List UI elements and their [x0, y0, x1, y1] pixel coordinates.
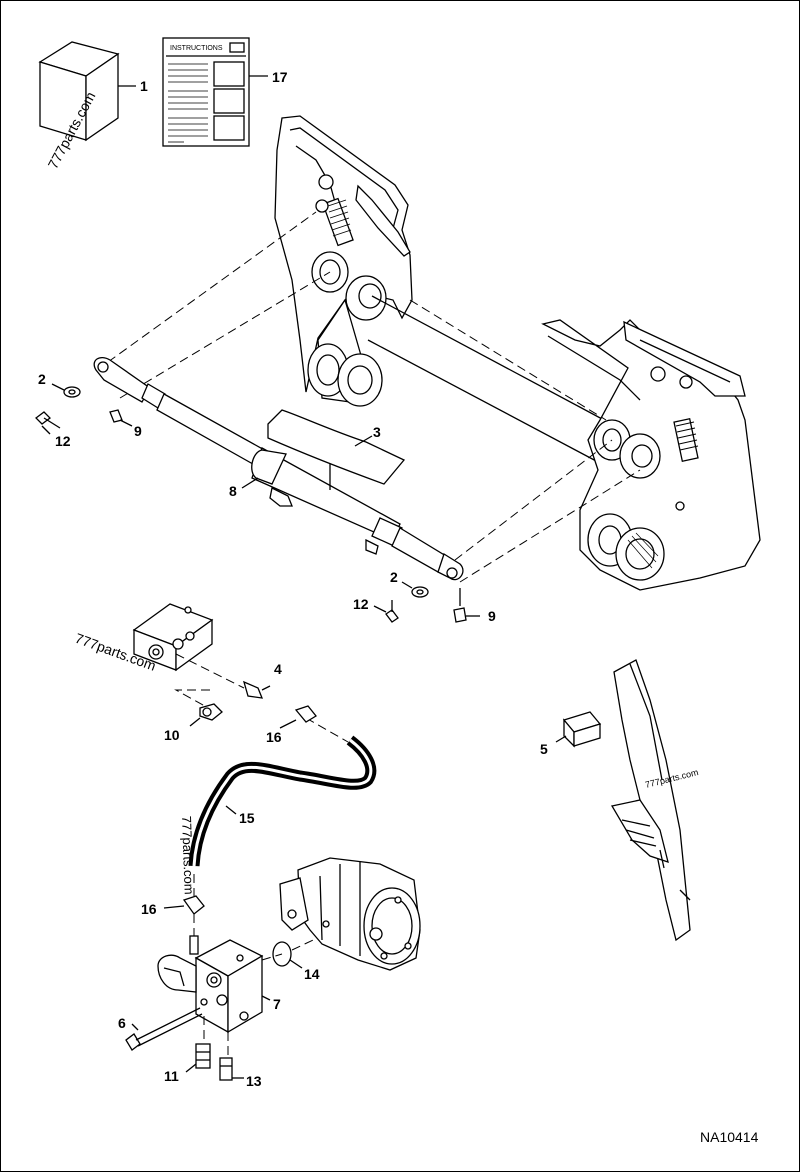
callout-4: 4 — [274, 661, 282, 677]
callout-12-left: 12 — [55, 433, 71, 449]
mount-bracket-right — [610, 659, 691, 942]
callout-8: 8 — [229, 483, 237, 499]
fittings-upper — [174, 653, 349, 743]
callout-16-lower: 16 — [141, 901, 157, 917]
callout-10: 10 — [164, 727, 180, 743]
coupler-plate-left — [274, 115, 413, 407]
part-16-clamp-lower — [163, 874, 205, 940]
pump-motor — [279, 857, 421, 971]
part-3-decal — [267, 409, 406, 485]
callout-16-upper: 16 — [266, 729, 282, 745]
callout-14: 14 — [304, 966, 320, 982]
callout-3: 3 — [373, 424, 381, 440]
callout-17: 17 — [272, 69, 288, 85]
callout-15: 15 — [239, 810, 255, 826]
part-5-switch — [555, 711, 602, 748]
drawing-code: NA10414 — [700, 1129, 759, 1145]
coupler-plate-right — [541, 319, 761, 591]
callout-7: 7 — [273, 996, 281, 1012]
fittings-lower — [185, 1016, 244, 1081]
cross-tube — [367, 295, 605, 463]
hardware-right — [373, 581, 480, 623]
part-6-bolt — [125, 1007, 203, 1051]
part-17-instructions: INSTRUCTIONS — [162, 37, 268, 147]
callout-11: 11 — [164, 1068, 179, 1084]
callout-12-right: 12 — [353, 596, 369, 612]
callout-labels: 1 17 2 12 9 3 8 2 12 9 4 10 16 15 5 16 1… — [38, 69, 548, 1089]
valve-block — [132, 603, 214, 672]
part-15-hose — [188, 735, 377, 867]
part-1-box — [38, 41, 136, 142]
hardware-left — [35, 383, 133, 435]
callout-1: 1 — [140, 78, 148, 94]
assembly-lines-top — [107, 211, 641, 583]
instructions-title: INSTRUCTIONS — [170, 45, 223, 52]
callout-6: 6 — [118, 1015, 126, 1031]
callout-2-left: 2 — [38, 371, 46, 387]
callout-2-right: 2 — [390, 569, 398, 585]
callout-9-right: 9 — [488, 608, 496, 624]
watermark-4: 777parts.com — [179, 816, 197, 895]
part-7-valve — [157, 935, 271, 1034]
callout-5: 5 — [540, 741, 548, 757]
callout-9-left: 9 — [134, 423, 142, 439]
callout-13: 13 — [246, 1073, 262, 1089]
part-8-cylinder — [93, 356, 464, 581]
